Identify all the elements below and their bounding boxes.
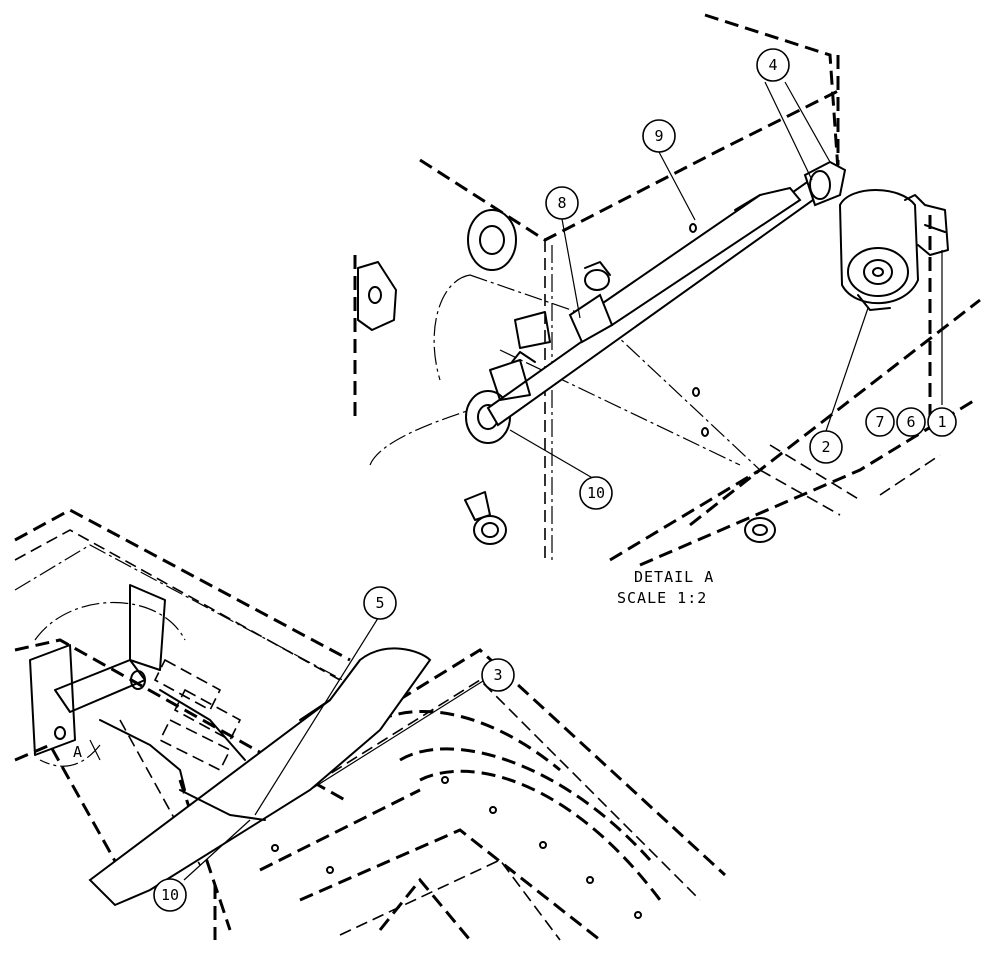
svg-text:5: 5 [375, 594, 384, 612]
svg-text:6: 6 [906, 413, 915, 431]
balloon-1: 1 [927, 407, 957, 437]
main-assembly-view [14, 508, 727, 942]
washer-upper [467, 209, 517, 271]
balloon-7: 7 [865, 407, 895, 437]
svg-text:10: 10 [161, 886, 179, 904]
bracket-part-1 [904, 194, 949, 256]
svg-text:1: 1 [937, 413, 946, 431]
detail-a-view [353, 13, 981, 567]
svg-text:4: 4 [768, 56, 777, 74]
balloon-8: 8 [545, 186, 579, 220]
sleeve-part-9 [598, 186, 802, 327]
svg-text:7: 7 [875, 413, 884, 431]
balloon-6: 6 [896, 407, 926, 437]
balloon-10-detail: 10 [579, 476, 613, 510]
balloon-5: 5 [363, 586, 397, 620]
detail-scale: SCALE 1:2 [617, 589, 707, 607]
balloon-3: 3 [481, 658, 515, 692]
fender [88, 647, 432, 907]
svg-text:9: 9 [654, 127, 663, 145]
svg-text:10: 10 [587, 484, 605, 502]
svg-text:3: 3 [493, 666, 502, 684]
cylinder-part-2 [838, 189, 920, 311]
balloon-4: 4 [756, 48, 790, 82]
balloon-9: 9 [642, 119, 676, 153]
fitting-part-8 [568, 293, 614, 344]
svg-text:2: 2 [821, 438, 830, 456]
balloon-10-main: 10 [153, 878, 187, 912]
detail-title: DETAIL A [634, 568, 714, 586]
leader-lines [183, 81, 943, 881]
view-marker: A [73, 743, 83, 761]
balloon-2: 2 [809, 430, 843, 464]
svg-text:8: 8 [557, 194, 566, 212]
